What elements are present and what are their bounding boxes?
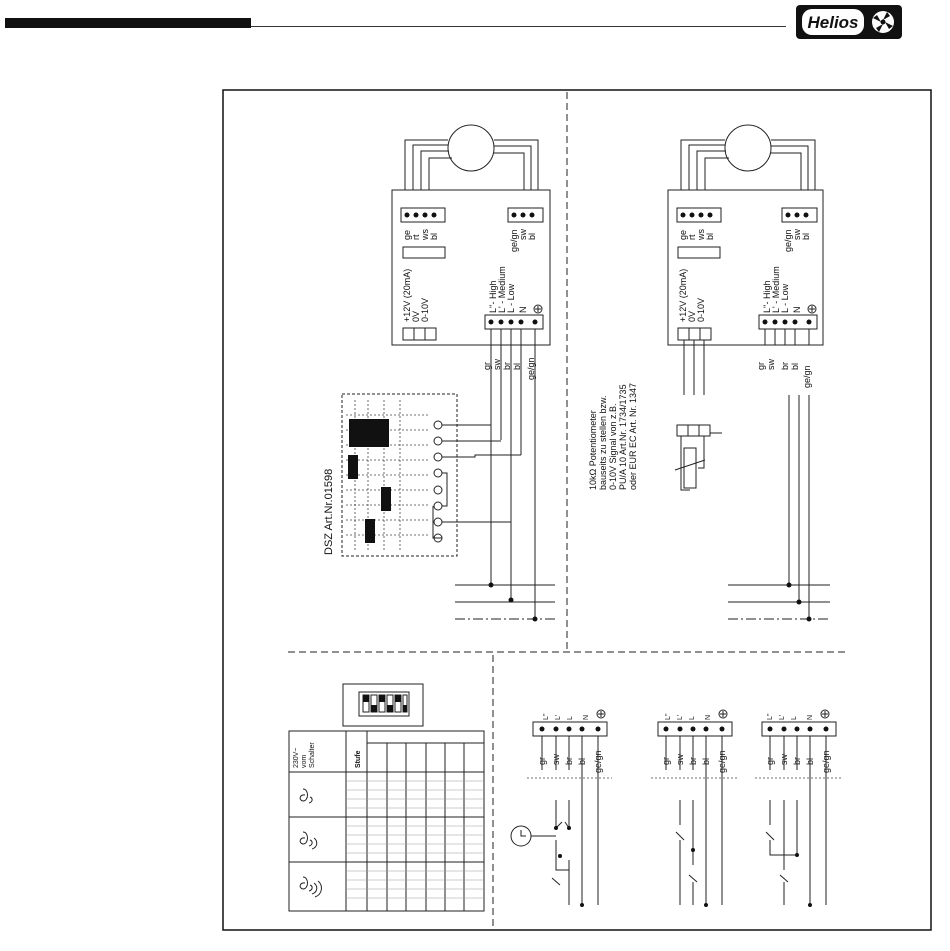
dsz-switch-box <box>341 393 458 557</box>
switch-variant-3: L'' L' L N gr sw br bl ge/gn <box>755 709 842 907</box>
r-term-rt: rt <box>687 234 697 240</box>
term-rt: rt <box>411 234 421 240</box>
label-0v: 0V <box>411 311 421 322</box>
label-high: L''- High <box>488 281 498 313</box>
r-label-high: L''- High <box>762 281 772 313</box>
r-wire-sw: sw <box>766 359 776 371</box>
diagram-frame <box>222 89 932 931</box>
wire-gegn: ge/gn <box>526 357 536 380</box>
r-term-bl: bl <box>705 233 715 240</box>
table-header-vom: vom <box>301 755 308 768</box>
label-low: L - Low <box>506 283 516 313</box>
v3-label-l2: L'' <box>767 713 774 720</box>
fan-low-icon <box>299 788 313 804</box>
r-wire-br: br <box>780 362 790 370</box>
term-gegn: ge/gn <box>509 229 519 252</box>
r-label-12v: +12V (20mA) <box>678 269 688 322</box>
r-label-0v: 0V <box>687 311 697 322</box>
r-term-bl2: bl <box>801 233 811 240</box>
wire-bl: bl <box>512 363 522 370</box>
table-header-stufe: Stufe <box>355 750 362 768</box>
r-term-ge: ge <box>678 230 688 240</box>
pot-note-1: 10kΩ Potentiometer <box>588 410 598 490</box>
pot-note-2: bauseits zu stellen bzw. <box>598 395 608 490</box>
fan-icon <box>872 11 894 33</box>
speed-table: 230V~ vom Schalter Stufe <box>288 730 485 912</box>
potentiometer-symbol <box>683 447 697 489</box>
motor-symbol-right <box>724 124 772 172</box>
r-term-ws: ws <box>696 229 706 241</box>
r-term-gegn: ge/gn <box>783 229 793 252</box>
r-wire-bl: bl <box>790 363 800 370</box>
label-n: N <box>518 307 528 314</box>
v1-label-l2: L'' <box>543 713 550 720</box>
term-ge: ge <box>402 230 412 240</box>
term-ws: ws <box>420 229 430 241</box>
wire-gr: gr <box>482 362 492 370</box>
header-bar <box>5 18 251 28</box>
v1-label-l: L <box>567 716 574 720</box>
r-term-sw: sw <box>792 229 802 241</box>
logo-text: Helios <box>807 13 858 32</box>
v1-label-n: N <box>583 715 590 720</box>
pot-note-3: 0-10V Signal von z.B. <box>608 403 618 490</box>
table-header-schalter: Schalter <box>309 742 316 768</box>
r-label-0-10v: 0-10V <box>696 298 706 322</box>
v2-label-l: L <box>689 716 696 720</box>
r-label-low: L - Low <box>780 283 790 313</box>
motor-symbol <box>447 124 495 172</box>
fan-medium-icon <box>299 831 318 850</box>
v1-label-l1: L' <box>555 715 562 720</box>
v2-label-l2: L'' <box>665 713 672 720</box>
term-sw: sw <box>518 229 528 241</box>
dsz-label: DSZ Art.Nr.01598 <box>323 469 335 555</box>
v2-label-n: N <box>705 715 712 720</box>
wire-sw: sw <box>492 359 502 371</box>
v2-label-l1: L' <box>677 715 684 720</box>
label-12v: +12V (20mA) <box>402 269 412 322</box>
r-wire-gegn: ge/gn <box>802 365 812 388</box>
pot-note-5: oder EUR EC Art. Nr. 1347 <box>628 383 638 490</box>
wire-br: br <box>502 362 512 370</box>
switch-variant-2: L'' L' L N gr sw br bl ge/gn <box>651 709 738 907</box>
term-bl2: bl <box>527 233 537 240</box>
r-label-n: N <box>792 307 802 314</box>
right-controller: ge rt ws bl ge/gn sw bl +12V (20mA) 0V 0… <box>588 124 830 622</box>
left-controller: ge rt ws bl ge/gn sw bl +12V (20mA) 0V 0… <box>323 124 555 622</box>
dip-switch-block <box>342 683 424 727</box>
helios-logo: Helios <box>796 5 902 39</box>
switch-variant-1: L'' L' L N gr sw br bl ge/gn <box>510 709 612 907</box>
table-header-230v: 230V~ <box>293 748 300 768</box>
v3-label-l1: L' <box>779 715 786 720</box>
header-rule <box>251 26 786 27</box>
label-0-10v: 0-10V <box>420 298 430 322</box>
v3-label-l: L <box>791 716 798 720</box>
pot-note-4: PU/A 10 Art.Nr. 1734/1735 <box>618 384 628 490</box>
r-label-medium: L' - Medium <box>771 266 781 313</box>
label-medium: L' - Medium <box>497 266 507 313</box>
fan-high-icon <box>299 876 322 898</box>
term-bl: bl <box>429 233 439 240</box>
r-wire-gr: gr <box>756 362 766 370</box>
v3-label-n: N <box>807 715 814 720</box>
